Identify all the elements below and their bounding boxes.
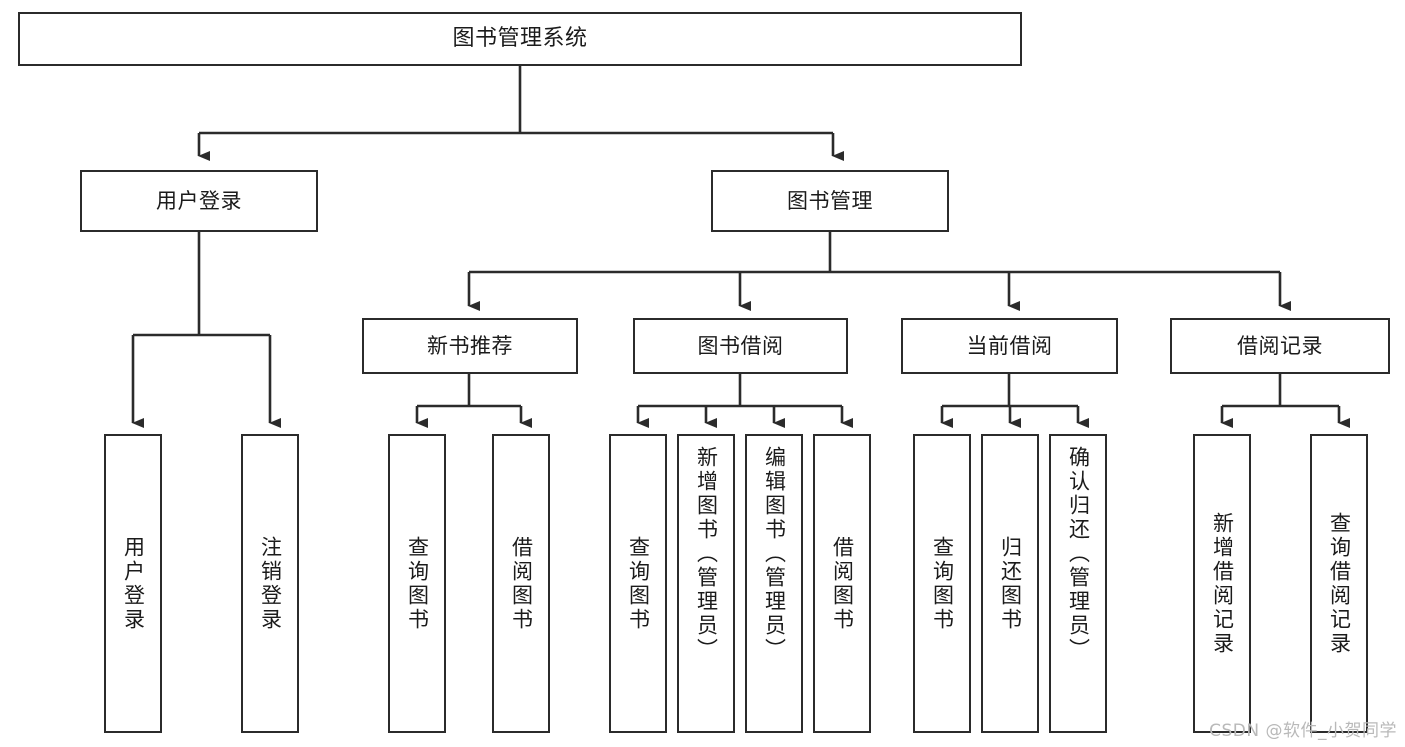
leaf-newbook-borrow-book[interactable]: 借阅图书 [492,434,550,733]
leaf-borrow-borrow-book[interactable]: 借阅图书 [813,434,871,733]
node-label: 查询图书 [930,535,955,632]
leaf-newbook-query-book[interactable]: 查询图书 [388,434,446,733]
node-user-login[interactable]: 用户登录 [80,170,318,232]
node-borrow-record[interactable]: 借阅记录 [1170,318,1390,374]
node-label: 确认归还（管理员） [1066,446,1091,662]
leaf-user-login-signin[interactable]: 用户登录 [104,434,162,733]
node-label: 借阅记录 [1237,333,1323,358]
leaf-borrow-query-book[interactable]: 查询图书 [609,434,667,733]
node-current-borrow[interactable]: 当前借阅 [901,318,1118,374]
node-label: 新增借阅记录 [1210,511,1235,656]
leaf-record-add-record[interactable]: 新增借阅记录 [1193,434,1251,733]
node-label: 图书管理 [787,188,873,213]
node-label: 图书借阅 [697,333,784,358]
node-new-book-recommend[interactable]: 新书推荐 [362,318,578,374]
leaf-current-return-book[interactable]: 归还图书 [981,434,1039,733]
node-label: 用户登录 [121,535,146,632]
node-label: 查询图书 [405,535,430,632]
leaf-current-confirm-return-admin[interactable]: 确认归还（管理员） [1049,434,1107,733]
node-book-borrow[interactable]: 图书借阅 [633,318,848,374]
node-label: 编辑图书（管理员） [762,446,787,662]
node-label: 借阅图书 [830,535,855,632]
node-label: 查询图书 [626,535,651,632]
node-book-management[interactable]: 图书管理 [711,170,949,232]
leaf-borrow-edit-book-admin[interactable]: 编辑图书（管理员） [745,434,803,733]
node-label: 新增图书（管理员） [694,446,719,662]
node-label: 新书推荐 [427,333,513,358]
leaf-record-query-record[interactable]: 查询借阅记录 [1310,434,1368,733]
leaf-user-login-signout[interactable]: 注销登录 [241,434,299,733]
node-label: 当前借阅 [966,333,1053,358]
node-root-system[interactable]: 图书管理系统 [18,12,1022,66]
node-label: 用户登录 [156,188,242,213]
leaf-current-query-book[interactable]: 查询图书 [913,434,971,733]
node-label: 查询借阅记录 [1327,511,1352,656]
node-label: 注销登录 [258,535,283,632]
node-label: 归还图书 [998,535,1023,632]
node-label: 借阅图书 [509,535,534,632]
node-label: 图书管理系统 [452,26,588,52]
leaf-borrow-add-book-admin[interactable]: 新增图书（管理员） [677,434,735,733]
csdn-watermark: CSDN @软件_小贺同学 [1209,721,1397,741]
